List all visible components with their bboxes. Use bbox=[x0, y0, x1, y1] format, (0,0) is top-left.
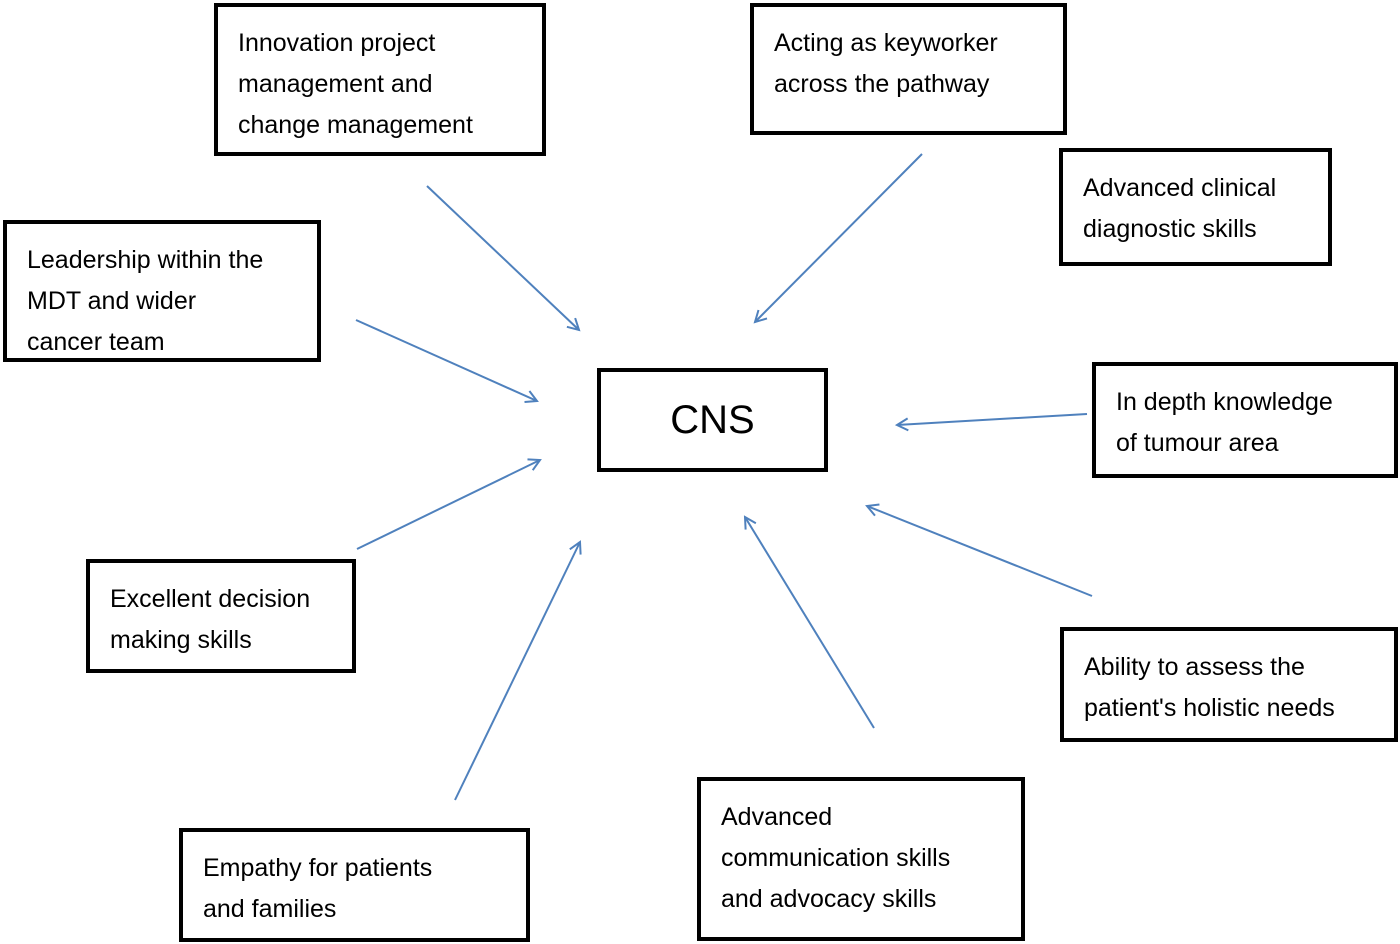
node-tumour: In depth knowledge of tumour area bbox=[1092, 362, 1398, 478]
arrow-innovation-to-cns bbox=[426, 185, 579, 330]
node-innovation: Innovation project management and change… bbox=[214, 3, 546, 156]
node-holistic: Ability to assess the patient's holistic… bbox=[1060, 627, 1398, 742]
arrow-leadership-to-cns bbox=[355, 319, 537, 401]
node-communication: Advanced communication skills and advoca… bbox=[697, 777, 1025, 941]
node-empathy: Empathy for patients and families bbox=[179, 828, 530, 942]
node-leadership: Leadership within the MDT and wider canc… bbox=[3, 220, 321, 362]
node-clinical: Advanced clinical diagnostic skills bbox=[1059, 148, 1332, 266]
node-keyworker: Acting as keyworker across the pathway bbox=[750, 3, 1067, 135]
node-decision: Excellent decision making skills bbox=[86, 559, 356, 673]
arrow-communication-to-cns bbox=[745, 517, 875, 729]
arrow-holistic-to-cns bbox=[867, 506, 1093, 597]
arrow-empathy-to-cns bbox=[454, 542, 580, 801]
arrow-tumour-to-cns bbox=[897, 413, 1088, 425]
cns-node: CNS bbox=[597, 368, 828, 472]
arrow-keyworker-to-cns bbox=[755, 153, 923, 322]
arrow-decision-to-cns bbox=[356, 460, 540, 550]
